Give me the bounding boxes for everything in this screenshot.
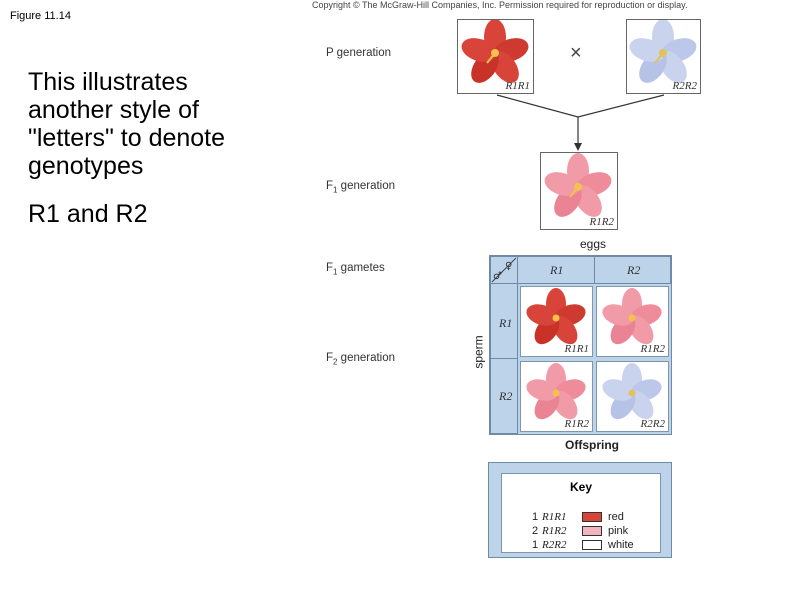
pink-flower-icon [526, 363, 586, 420]
col-header-2-text: R2 [627, 263, 641, 277]
figure-label: Figure 11.14 [10, 10, 71, 22]
punnett-corner: ♂ ♀ [490, 256, 518, 284]
key-label: white [608, 539, 634, 551]
key-title: Key [569, 480, 592, 494]
key-row-white: 1 R2R2 white [532, 538, 634, 552]
white-flower-icon [629, 19, 697, 83]
sex-symbols-icon: ♂ ♀ [491, 257, 517, 283]
white-swatch [582, 540, 602, 550]
cell-1-genotype: R1R1 [564, 343, 589, 355]
eggs-label: eggs [580, 237, 607, 251]
key-count: 1 [532, 539, 539, 551]
f1-gametes-label: F1 gametes [326, 262, 385, 277]
row-header-2-text: R2 [499, 389, 513, 403]
red-swatch [582, 512, 602, 522]
key-panel: Key 1 R1R1 red 2 R1R2 pink 1 R2R2 white [488, 462, 672, 558]
key-label: pink [608, 525, 629, 537]
p-generation-label: P generation [326, 47, 392, 59]
red-flower-icon [526, 288, 586, 345]
p-right-genotype: R2R2 [672, 80, 697, 92]
col-header-1: R1 [517, 256, 595, 284]
key-row-pink: 2 R1R2 pink [532, 524, 628, 538]
copyright-notice: Copyright © The McGraw-Hill Companies, I… [312, 0, 688, 10]
p-left-genotype: R1R1 [505, 80, 530, 92]
svg-text:♂: ♂ [493, 271, 502, 282]
svg-text:♀: ♀ [505, 261, 512, 272]
row-header-2: R2 [490, 358, 518, 434]
pink-flower-icon [602, 288, 662, 345]
offspring-label: Offspring [565, 438, 619, 452]
key-box: Key 1 R1R1 red 2 R1R2 pink 1 R2R2 white [501, 473, 661, 553]
key-genotype: R1R2 [542, 525, 567, 537]
p-white-flower-box: R2R2 [626, 19, 701, 94]
f1-pink-flower-box: R1R2 [540, 152, 618, 230]
col-header-1-text: R1 [550, 263, 564, 277]
f1-genotype: R1R2 [589, 216, 614, 228]
caption-line-2: R1 and R2 [28, 200, 148, 228]
key-row-red: 1 R1R1 red [532, 510, 624, 524]
key-genotype: R1R1 [542, 511, 567, 523]
cell-4-genotype: R2R2 [640, 418, 665, 430]
key-genotype: R2R2 [542, 539, 567, 551]
punnett-cell-r2r2: R2R2 [596, 361, 669, 432]
p-red-flower-box: R1R1 [457, 19, 534, 94]
cell-2-genotype: R1R2 [640, 343, 665, 355]
cross-symbol: × [570, 42, 582, 64]
row-header-1: R1 [490, 283, 518, 359]
pink-flower-icon [544, 153, 612, 217]
punnett-cell-r1r2-a: R1R2 [596, 286, 669, 357]
caption: This illustrates another style of "lette… [28, 68, 278, 248]
cell-3-genotype: R1R2 [564, 418, 589, 430]
col-header-2: R2 [594, 256, 671, 284]
key-count: 2 [532, 525, 539, 537]
pink-swatch [582, 526, 602, 536]
sperm-label: sperm [471, 335, 486, 369]
key-label: red [608, 511, 624, 523]
caption-line-1: This illustrates another style of "lette… [28, 68, 226, 180]
row-header-1-text: R1 [499, 316, 513, 330]
punnett-square: ♂ ♀ R1 R2 R1 R2 R1R1 [489, 255, 672, 435]
punnett-cell-r1r2-b: R1R2 [520, 361, 593, 432]
punnett-cell-r1r1: R1R1 [520, 286, 593, 357]
f1-generation-label: F1 generation [326, 180, 396, 195]
red-flower-icon [461, 19, 529, 83]
f2-generation-label: F2 generation [326, 352, 396, 367]
white-flower-icon [602, 363, 662, 420]
key-count: 1 [532, 511, 539, 523]
